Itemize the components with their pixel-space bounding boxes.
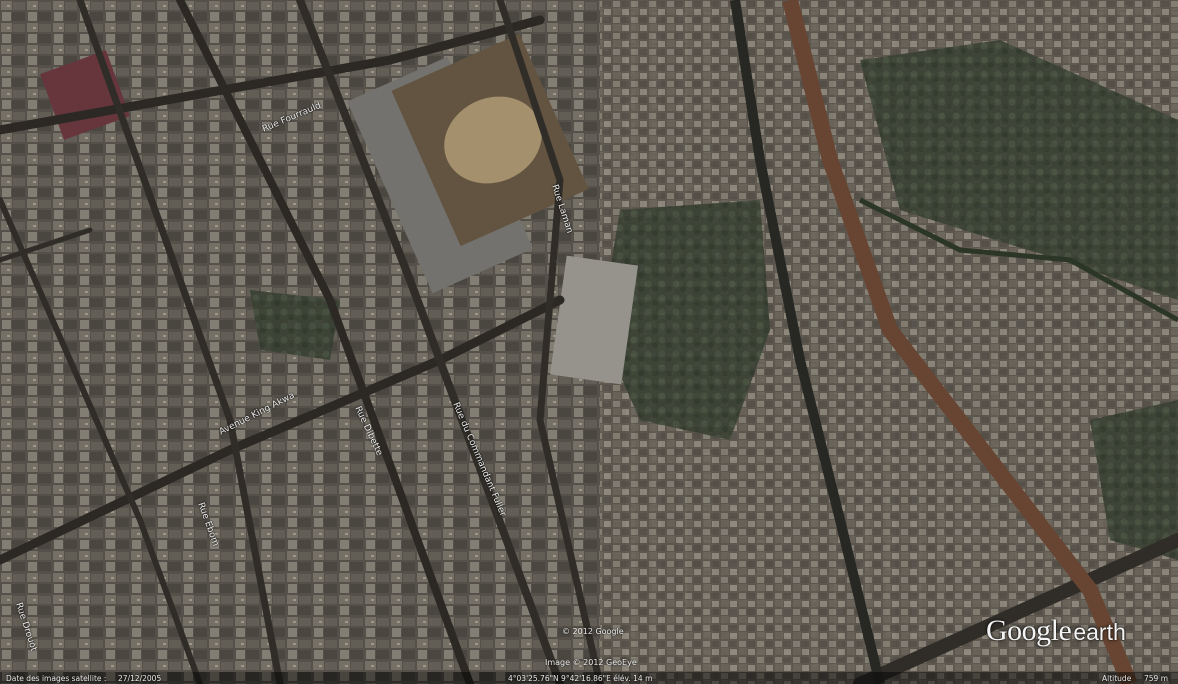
- vegetation-areas: [250, 40, 1178, 560]
- imagery-date-label: Date des images satellite :: [6, 674, 107, 683]
- warehouse-roof: [549, 255, 639, 385]
- status-bar: [0, 672, 1178, 684]
- copyright-imagery: Image © 2012 GeoEye: [545, 658, 637, 667]
- google-earth-logo: Googleearth: [986, 614, 1126, 648]
- coordinates-readout: 4°03'25.76"N 9°42'16.86"E élév. 14 m: [508, 674, 653, 683]
- imagery-date: 27/12/2005: [118, 674, 162, 683]
- logo-google-text: Google: [986, 614, 1072, 647]
- sports-field: [444, 96, 542, 184]
- logo-earth-text: earth: [1073, 619, 1126, 645]
- altitude-label: Altitude: [1102, 674, 1132, 683]
- copyright-google: © 2012 Google: [562, 627, 624, 636]
- altitude-value: 759 m: [1144, 674, 1169, 683]
- creek-east: [858, 197, 1178, 323]
- dirt-road-east: [782, 0, 1138, 684]
- drainage-canal: [730, 0, 885, 684]
